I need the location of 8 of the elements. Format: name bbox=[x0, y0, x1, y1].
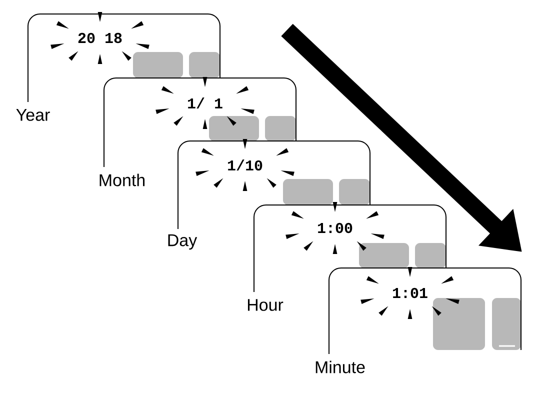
node-label: 20 18 bbox=[78, 32, 122, 44]
node-label: 1/10 bbox=[228, 159, 262, 170]
screen-label: Month bbox=[100, 174, 144, 186]
screen-label: Hour bbox=[248, 299, 284, 311]
display-screen: 1:01 bbox=[328, 267, 522, 354]
screen-label: Year bbox=[16, 109, 50, 121]
screen-label: Minute bbox=[316, 360, 365, 374]
screen-label: Day bbox=[168, 234, 198, 250]
